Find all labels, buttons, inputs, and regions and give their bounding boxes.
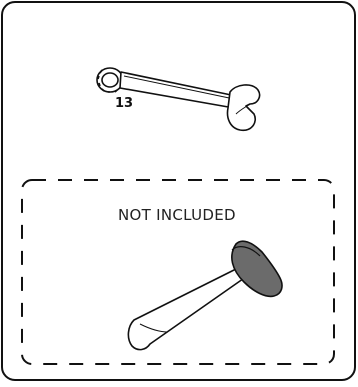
wrench-size-label: 13 <box>115 96 133 111</box>
not-included-caption: NOT INCLUDED <box>118 206 236 224</box>
hammer-icon <box>128 241 282 349</box>
